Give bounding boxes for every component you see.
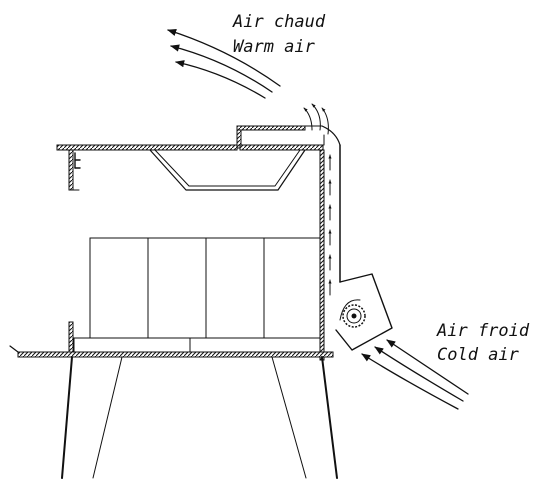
top-plate xyxy=(56,125,324,151)
front-bracket xyxy=(68,149,81,191)
log-blocks xyxy=(89,237,321,339)
cold-air-label-fr: Air froid xyxy=(436,321,530,341)
base-plate xyxy=(9,345,334,358)
fan-unit xyxy=(335,273,393,351)
cold-air-label-en: Cold air xyxy=(437,345,520,365)
stand-legs xyxy=(61,356,338,479)
hearth-plates xyxy=(73,337,321,353)
front-wall xyxy=(68,321,74,353)
baffle xyxy=(149,149,306,191)
warm-air-label-en: Warm air xyxy=(233,37,316,57)
rear-air-channel xyxy=(303,103,341,361)
warm-air-arrows xyxy=(167,29,281,99)
cold-air-arrows xyxy=(361,339,469,410)
warm-air-label-fr: Air chaud xyxy=(232,12,326,32)
